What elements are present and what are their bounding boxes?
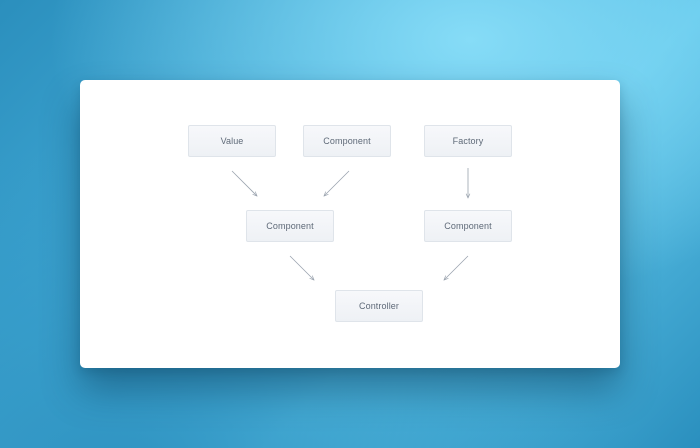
node-factory: Factory [424, 125, 512, 157]
diagram-edges [231, 168, 620, 368]
node-value: Value [188, 125, 276, 157]
node-component-left: Component [246, 210, 334, 242]
edge-component-right-to-controller [444, 255, 469, 280]
edge-component-top-to-component-left [324, 170, 350, 196]
node-controller: Controller [335, 290, 423, 322]
edge-component-left-to-controller [289, 255, 314, 280]
diagram-card: Value Component Factory Component Compon… [80, 80, 620, 368]
node-component-top: Component [303, 125, 391, 157]
node-component-right: Component [424, 210, 512, 242]
edge-value-to-component-left [231, 170, 257, 196]
